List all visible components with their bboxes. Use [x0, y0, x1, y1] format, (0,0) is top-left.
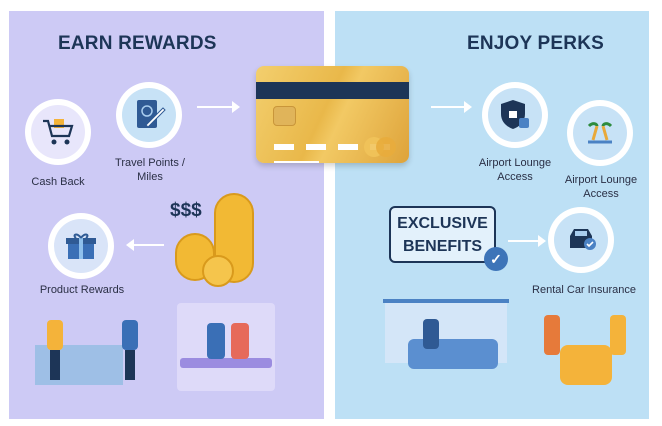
- passport-plane-icon: [122, 88, 176, 142]
- exclusive-benefits-box: EXCLUSIVE BENEFITS: [389, 206, 496, 263]
- cash-back-label: Cash Back: [31, 176, 85, 188]
- palm-tree-lounge-icon: [573, 106, 627, 160]
- cashier-counter-scene: [30, 300, 140, 390]
- airport-lounge-label-1: Airport Lounge Access: [478, 157, 552, 183]
- airport-lounge-label-2: Airport Lounge Access: [564, 174, 638, 200]
- airport-lounge-circle: [482, 82, 548, 148]
- rental-car-label: Rental Car Insurance: [532, 284, 636, 296]
- benefits-line1: EXCLUSIVE: [397, 215, 488, 232]
- couple-on-bench-scene: [177, 303, 275, 391]
- car-key-handover-scene: [538, 310, 636, 392]
- shield-lock-icon: [488, 88, 542, 142]
- arrow-right-icon: [431, 101, 472, 113]
- travel-points-circle: [116, 82, 182, 148]
- cash-back-circle: [25, 99, 91, 165]
- chip-icon: [273, 106, 296, 126]
- earn-rewards-title: EARN REWARDS: [58, 33, 217, 54]
- arrow-right-icon: [197, 101, 240, 113]
- checkmark-icon: ✓: [484, 247, 508, 271]
- shopping-cart-icon: [31, 105, 85, 159]
- dollar-signs-text: $$$: [170, 200, 202, 221]
- car-check-icon: [554, 213, 608, 267]
- arrow-right-icon: [508, 235, 546, 247]
- product-rewards-label: Product Rewards: [39, 284, 125, 296]
- lounge-sofa-scene: [383, 299, 509, 384]
- lounge-palm-circle: [567, 100, 633, 166]
- travel-points-label: Travel Points / Miles: [115, 157, 185, 183]
- benefits-line2: BENEFITS: [402, 238, 483, 255]
- rental-car-circle: [548, 207, 614, 273]
- gift-box-icon: [54, 219, 108, 273]
- enjoy-perks-title: ENJOY PERKS: [467, 33, 605, 54]
- arrow-left-icon: [126, 239, 164, 251]
- credit-card-image: [256, 66, 409, 163]
- product-rewards-circle: [48, 213, 114, 279]
